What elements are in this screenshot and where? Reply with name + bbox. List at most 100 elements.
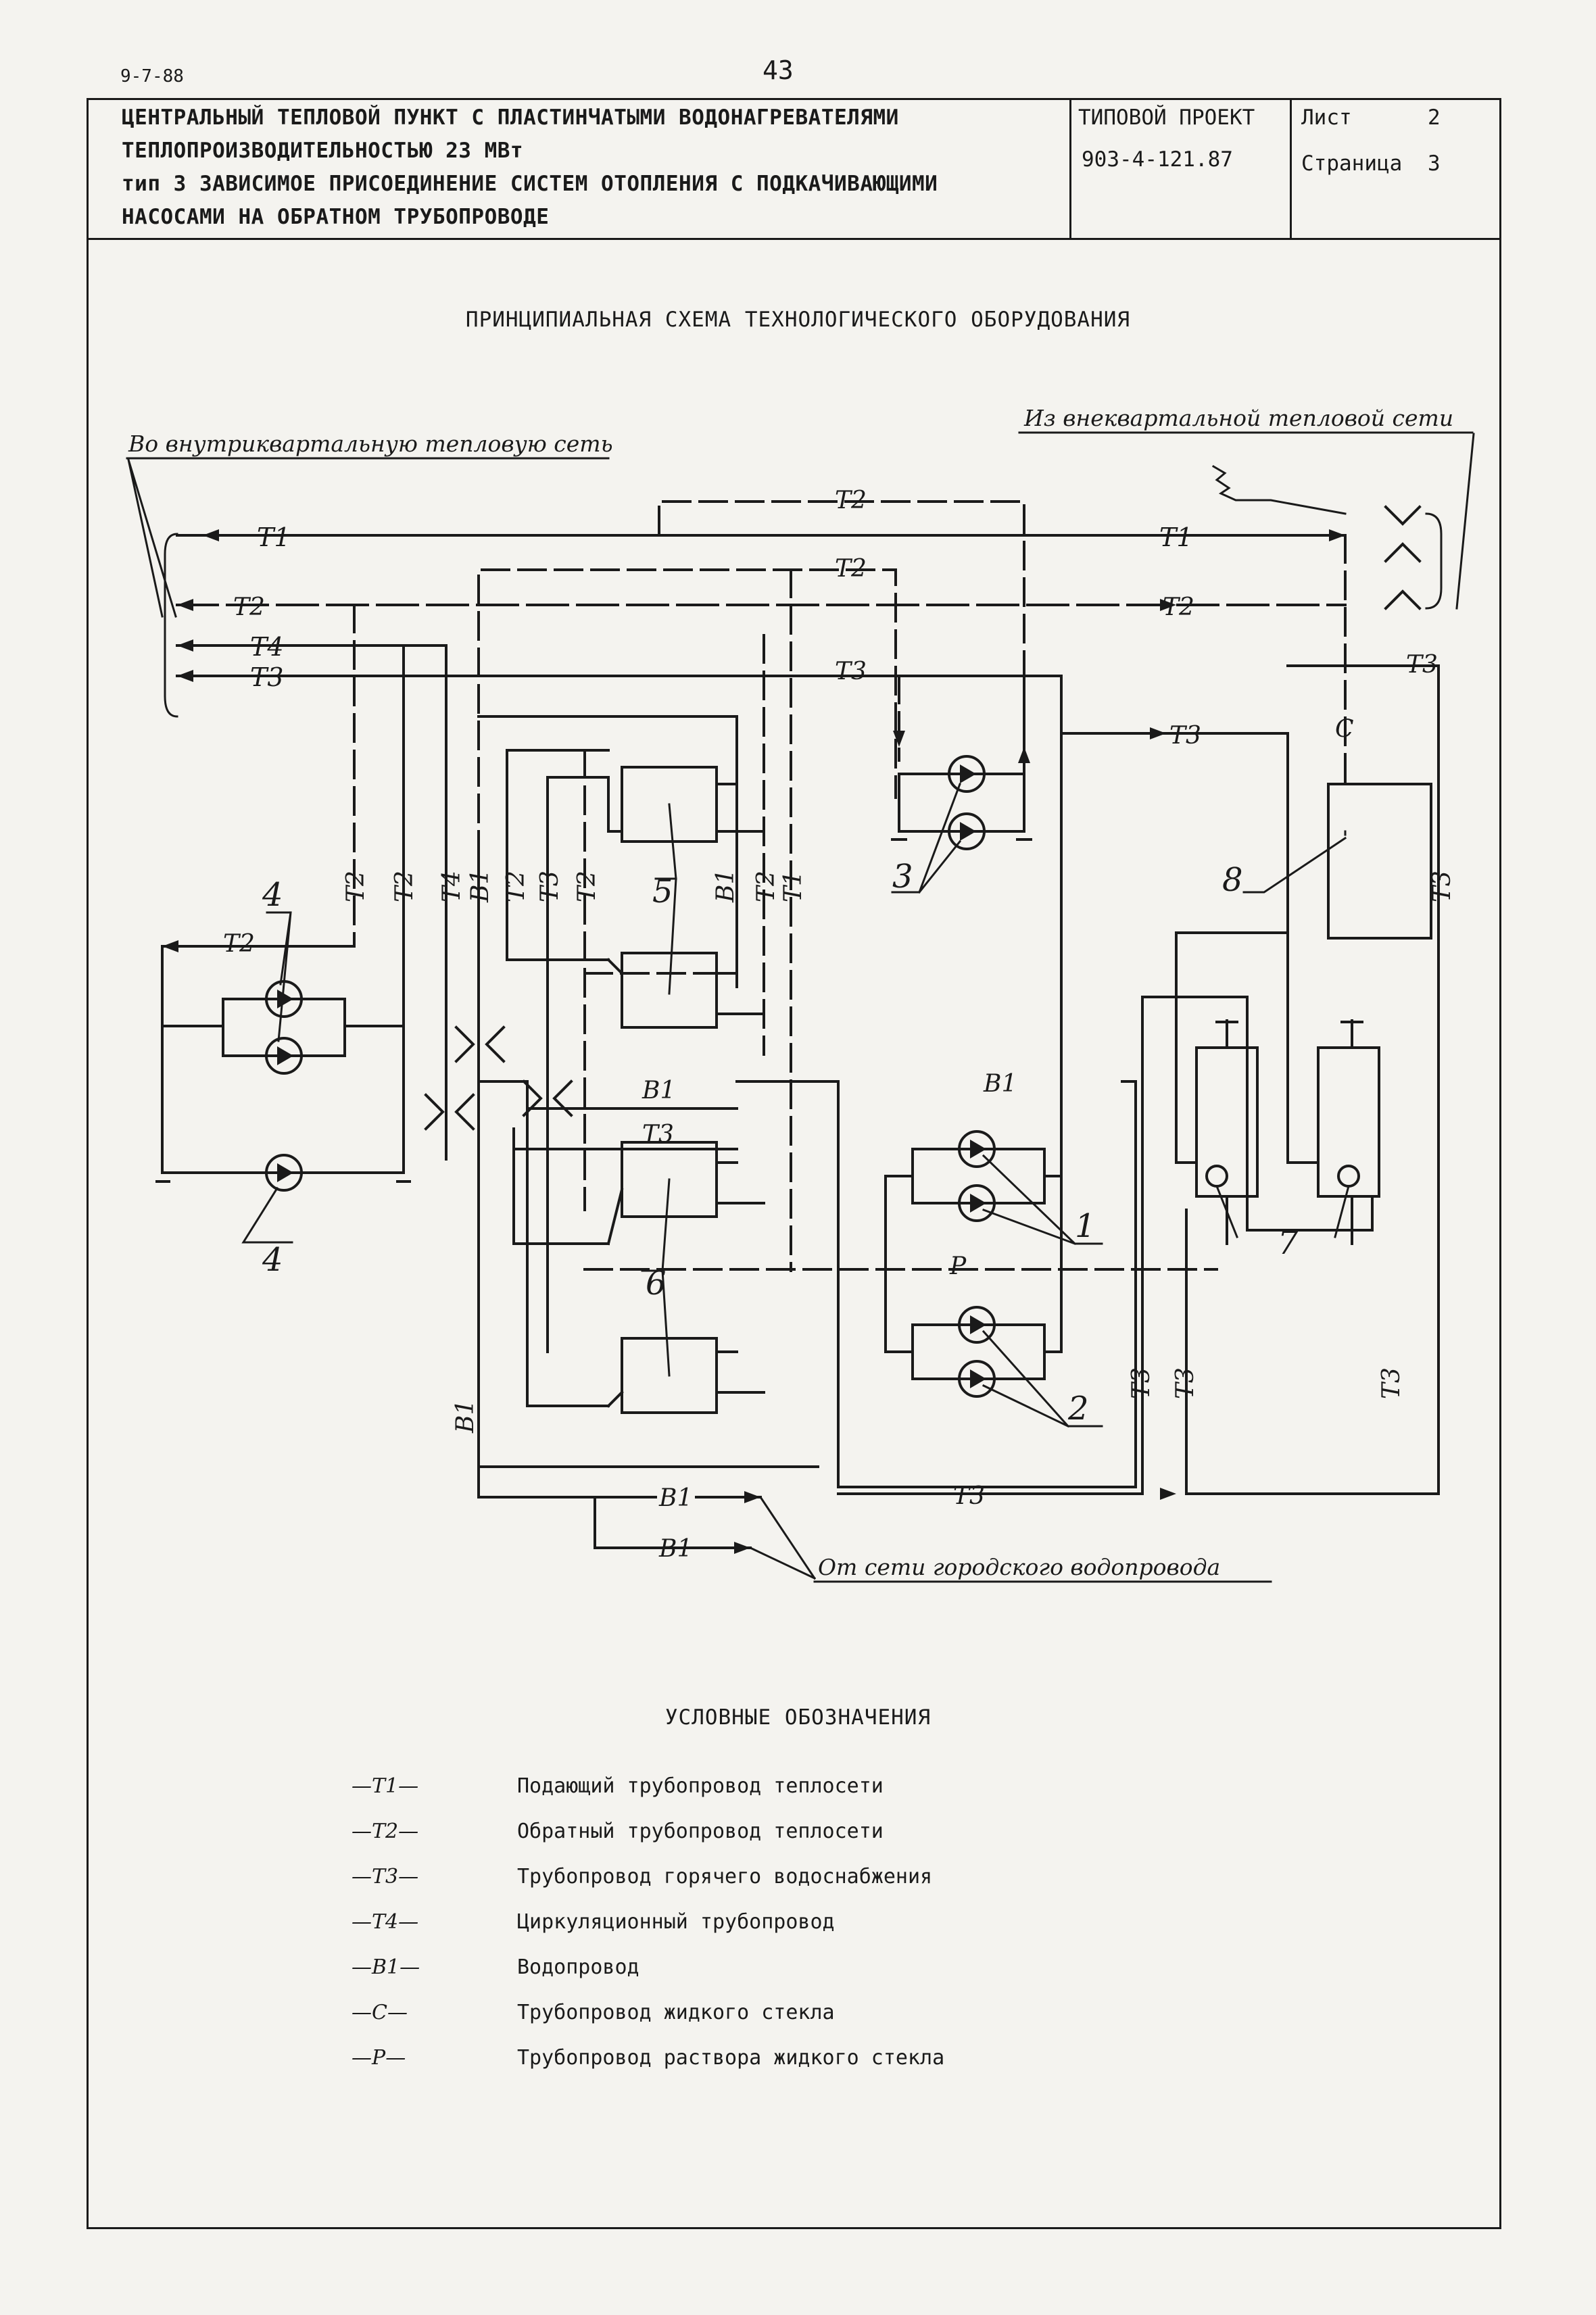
callout-5: 5 <box>652 873 673 910</box>
svg-text:В1: В1 <box>452 1400 479 1434</box>
label-t4: Т4 <box>438 871 466 902</box>
pipe-b1-riser <box>477 857 819 1468</box>
label-t2: Т2 <box>573 871 601 902</box>
network-label-right: Из внеквартальной тепловой сети <box>1018 405 1475 610</box>
label-t2: Т2 <box>391 871 418 902</box>
svg-text:Т2: Т2 <box>223 930 255 958</box>
title-line: тип 3 ЗАВИСИМОЕ ПРИСОЕДИНЕНИЕ СИСТЕМ ОТО… <box>122 172 938 196</box>
label-t3: Т3 <box>642 1121 674 1148</box>
heater-6-upper <box>621 1141 718 1218</box>
label-b1: В1 <box>712 869 740 903</box>
pump-group-1: 1 <box>884 1130 1103 1245</box>
svg-text:Т2: Т2 <box>233 593 265 621</box>
pipe-t4-main: Т4 <box>176 632 448 1161</box>
heater-outlets <box>715 783 765 1394</box>
svg-text:С: С <box>1335 715 1354 743</box>
legend-item: —Р— <box>352 2046 406 2070</box>
pipe-t2-main: Т2 Т2 <box>176 593 1347 621</box>
pump-bypass <box>884 1175 1063 1353</box>
pipe-t3-heater <box>546 776 610 1353</box>
sheet-label: Лист <box>1301 105 1352 130</box>
label-b1: В1 <box>983 1070 1017 1098</box>
svg-text:В1: В1 <box>658 1484 692 1512</box>
pump-group-3: 3 <box>891 675 1032 896</box>
svg-text:Т2: Т2 <box>835 555 867 583</box>
legend-symbol: —Т4— <box>352 1910 419 1934</box>
tank-8: С 8 <box>1175 534 1432 1164</box>
legend-text: Водопровод <box>517 1955 639 1979</box>
page-value: 3 <box>1428 151 1441 176</box>
check-valve-symbols <box>424 505 1422 1131</box>
legend-symbol: —С— <box>352 2001 408 2024</box>
title-block <box>87 98 1501 240</box>
pump-group-4: Т2 4 4 <box>155 876 411 1279</box>
svg-text:Т3: Т3 <box>1378 1367 1405 1399</box>
title-block-divider <box>1069 98 1071 240</box>
pipe-t3-return <box>735 1080 1137 1488</box>
svg-text:4: 4 <box>262 1241 283 1279</box>
legend-item: —С— <box>352 2001 408 2024</box>
title-line: НАСОСАМИ НА ОБРАТНОМ ТРУБОПРОВОДЕ <box>122 205 550 229</box>
page-number: 43 <box>763 55 794 85</box>
legend-symbol: —Т1— <box>352 1774 419 1798</box>
legend-item: —Т1— <box>352 1774 418 1798</box>
pipe-t1-main: Т1 Т1 <box>176 522 1347 552</box>
legend-text: Обратный трубопровод теплосети <box>517 1820 884 1843</box>
label-t3: Т3 <box>536 871 564 902</box>
callout-5-leader <box>654 803 677 995</box>
svg-text:Т3: Т3 <box>953 1482 985 1510</box>
svg-text:Т3: Т3 <box>250 662 284 692</box>
label-t1: Т1 <box>779 871 807 902</box>
heater-6-lower <box>621 1337 718 1414</box>
pipe-t2-heater <box>583 749 738 1211</box>
label-t2: Т2 <box>342 871 370 902</box>
project-type-label: ТИПОВОЙ ПРОЕКТ <box>1078 105 1255 130</box>
svg-text:Т1: Т1 <box>1159 522 1193 552</box>
city-water-inlet: В1 В1 В1 От сети городского водопровода <box>452 1400 1272 1583</box>
heater-5-lower <box>621 952 718 1029</box>
svg-text:Т3: Т3 <box>1406 651 1438 679</box>
drawing-code: 9-7-88 <box>120 66 184 87</box>
pipe-t2-secondary: Т2 <box>477 555 897 860</box>
pipe-t2-loop-top: Т2 <box>658 487 1025 792</box>
legend-item: —Т2— <box>352 1820 418 1843</box>
legend-symbol: —Т2— <box>352 1820 419 1843</box>
project-number: 903-4-121.87 <box>1082 147 1233 172</box>
svg-text:Т3: Т3 <box>835 658 867 685</box>
svg-text:8: 8 <box>1222 861 1243 899</box>
svg-text:Т3: Т3 <box>1428 871 1456 902</box>
title-block-project-name: ЦЕНТРАЛЬНЫЙ ТЕПЛОВОЙ ПУНКТ С ПЛАСТИНЧАТЫ… <box>122 101 1055 234</box>
svg-text:Во внутриквартальную тепловую: Во внутриквартальную тепловую сеть <box>128 431 613 457</box>
heater-connections <box>606 830 624 1408</box>
page-label: Страница <box>1301 151 1403 176</box>
svg-text:Т2: Т2 <box>835 487 867 514</box>
legend-item: —В1— <box>352 1955 420 1979</box>
callout-6: 6 <box>646 1265 667 1302</box>
pump-group-2: 2 <box>884 1306 1103 1428</box>
pipe-t3-main: Т3 Т3 <box>176 658 1063 1218</box>
heater-5-upper <box>621 766 718 843</box>
pipe-t3-heater-outlet <box>512 1127 738 1245</box>
legend-text: Трубопровод горячего водоснабжения <box>517 1865 933 1888</box>
label-b1: В1 <box>642 1077 675 1104</box>
pipe-heater-supply <box>477 715 738 988</box>
title-block-divider <box>1290 98 1292 240</box>
title-line: ЦЕНТРАЛЬНЫЙ ТЕПЛОВОЙ ПУНКТ С ПЛАСТИНЧАТЫ… <box>122 105 899 130</box>
svg-text:В1: В1 <box>658 1535 692 1563</box>
svg-text:1: 1 <box>1075 1207 1096 1245</box>
label-b1: В1 <box>466 869 494 903</box>
legend-symbol: —Т3— <box>352 1865 419 1888</box>
legend-symbol: —Р— <box>352 2046 406 2070</box>
svg-text:Т3: Т3 <box>1169 722 1201 750</box>
legend-symbol: —В1— <box>352 1955 420 1979</box>
svg-text:7: 7 <box>1278 1224 1299 1262</box>
svg-text:Т4: Т4 <box>250 632 284 662</box>
svg-text:3: 3 <box>892 858 913 896</box>
svg-text:Из внеквартальной тепловой сет: Из внеквартальной тепловой сети <box>1023 405 1453 431</box>
legend-item: —Т3— <box>352 1865 418 1888</box>
svg-text:2: 2 <box>1067 1390 1089 1428</box>
legend-item: —Т4— <box>352 1910 418 1934</box>
svg-text:От сети городского водопровода: От сети городского водопровода <box>818 1554 1220 1580</box>
legend-text: Циркуляционный трубопровод <box>517 1910 835 1934</box>
